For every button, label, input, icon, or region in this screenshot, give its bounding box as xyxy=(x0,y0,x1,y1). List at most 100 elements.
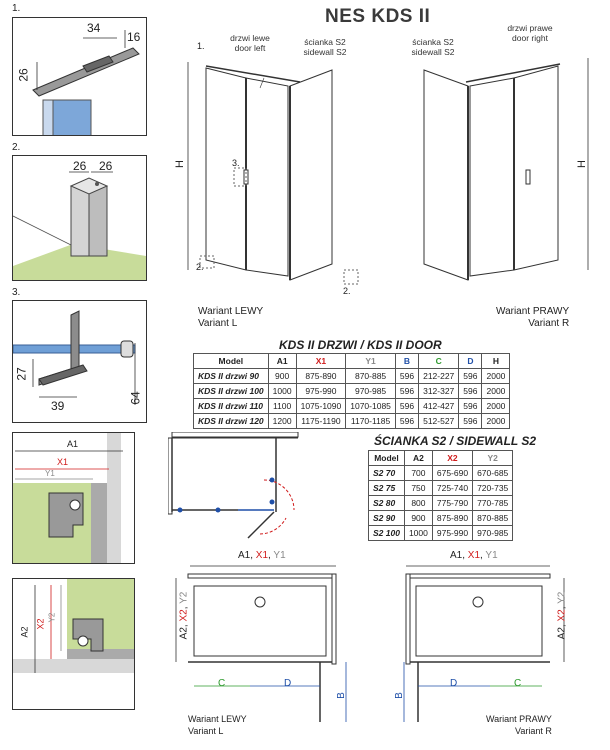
detail-3-box: 27 39 64 xyxy=(12,300,147,423)
right-height-label: H xyxy=(575,160,588,168)
plan-right-c: C xyxy=(514,678,522,689)
table-cell: S2 100 xyxy=(368,525,405,541)
table-cell: 2000 xyxy=(481,413,511,429)
plan-left-drawing xyxy=(175,565,347,722)
detail-2-drawing xyxy=(12,171,146,280)
detail-1-dim-a: 34 xyxy=(87,21,101,35)
table-cell: 875-890 xyxy=(431,510,474,526)
left-variant-label: Wariant LEWY Variant L xyxy=(198,306,264,329)
table-cell: 2000 xyxy=(481,398,511,414)
table-cell: 1000 xyxy=(267,383,297,399)
table-cell: KDS II drzwi 90 xyxy=(193,368,269,384)
detail-2-box: 26 26 xyxy=(12,155,147,281)
table-cell: S2 90 xyxy=(368,510,405,526)
column-header: X2 xyxy=(431,450,474,466)
left-height-label: H xyxy=(173,160,186,168)
table-cell: 596 xyxy=(458,368,483,384)
table-cell: 1000 xyxy=(403,525,433,541)
table-cell: 596 xyxy=(458,413,483,429)
table-cell: 870-885 xyxy=(472,510,514,526)
table-cell: KDS II drzwi 120 xyxy=(193,413,269,429)
detail-3-dim-a: 27 xyxy=(14,367,29,381)
table-cell: 970-985 xyxy=(345,383,396,399)
detail-3-drawing xyxy=(12,310,136,405)
left-callout-3: 3. xyxy=(232,158,240,168)
table-cell: 1170-1185 xyxy=(345,413,396,429)
table-cell: 2000 xyxy=(481,368,511,384)
column-header: D xyxy=(458,353,483,369)
column-header: Y1 xyxy=(345,353,396,369)
column-header: A2 xyxy=(403,450,433,466)
table-cell: 212-227 xyxy=(418,368,460,384)
table-cell: 596 xyxy=(394,413,420,429)
page-title: NES KDS II xyxy=(325,6,431,27)
table-cell: 900 xyxy=(403,510,433,526)
sidewall-table-title: ŚCIANKA S2 / SIDEWALL S2 xyxy=(374,434,537,448)
table-cell: 770-785 xyxy=(472,495,514,511)
detail-2-dim-a: 26 xyxy=(73,159,87,173)
table-cell: 596 xyxy=(394,398,420,414)
plan-right-a1x1y1: A1, X1, Y1 xyxy=(450,550,498,561)
column-header: C xyxy=(418,353,460,369)
plan-left-d: D xyxy=(284,678,292,689)
table-cell: 312-327 xyxy=(418,383,460,399)
table-cell: 1175-1190 xyxy=(295,413,347,429)
detail-number-3: 3. xyxy=(12,287,21,298)
table-cell: 1070-1085 xyxy=(345,398,396,414)
plan-right-variant: Wariant PRAWY Variant R xyxy=(486,714,552,736)
plan-right-d: D xyxy=(450,678,458,689)
door-table-title: KDS II DRZWI / KDS II DOOR xyxy=(279,338,442,352)
door-swing-drawing xyxy=(168,432,299,539)
table-cell: 2000 xyxy=(481,383,511,399)
table-cell: 720-735 xyxy=(472,480,514,496)
table-cell: 596 xyxy=(394,368,420,384)
table-cell: 975-990 xyxy=(295,383,347,399)
plan-left-a2x2y2: A2, X2, Y2 xyxy=(178,591,190,640)
column-header: X1 xyxy=(295,353,347,369)
table-cell: 900 xyxy=(267,368,297,384)
plan-left-x1: X1 xyxy=(255,550,269,561)
detail-1-drawing xyxy=(32,30,140,137)
left-enclosure-drawing xyxy=(187,62,359,285)
column-header: H xyxy=(481,353,511,369)
table-cell: 870-885 xyxy=(345,368,396,384)
table-cell: 670-685 xyxy=(472,465,514,481)
table-cell: KDS II drzwi 110 xyxy=(193,398,269,414)
column-header: Y2 xyxy=(472,450,514,466)
table-cell: 775-790 xyxy=(431,495,474,511)
plan-dim-a1: A1 xyxy=(67,439,79,449)
plan-left-a1x1y1: A1, X1, Y1 xyxy=(238,550,286,561)
detail-2-dim-b: 26 xyxy=(99,159,113,173)
plan-left-y1: Y1 xyxy=(273,550,286,561)
table-cell: 1075-1090 xyxy=(295,398,347,414)
left-door-label: drzwi lewe door left xyxy=(230,33,270,53)
plan-right-drawing xyxy=(403,565,565,722)
table-cell: 412-427 xyxy=(418,398,460,414)
detail-number-2: 2. xyxy=(12,142,21,153)
plan-dim-y1: Y1 xyxy=(45,469,55,478)
table-cell: 975-990 xyxy=(431,525,474,541)
plan-dim-x1: X1 xyxy=(57,457,69,467)
detail-1-box: 34 16 26 xyxy=(12,17,147,137)
table-cell: S2 70 xyxy=(368,465,405,481)
left-sidewall-label: ścianka S2 sidewall S2 xyxy=(303,37,347,57)
plan-dim-a2: A2 xyxy=(19,626,30,638)
plan-left-b: B xyxy=(335,692,347,699)
table-cell: KDS II drzwi 100 xyxy=(193,383,269,399)
column-header: B xyxy=(394,353,420,369)
column-header: Model xyxy=(368,450,405,466)
detail-1-dim-c: 26 xyxy=(16,68,31,82)
table-cell: 800 xyxy=(403,495,433,511)
plan-right-a2x2y2: A2, X2, Y2 xyxy=(556,591,568,640)
detail-number-1: 1. xyxy=(12,3,21,14)
